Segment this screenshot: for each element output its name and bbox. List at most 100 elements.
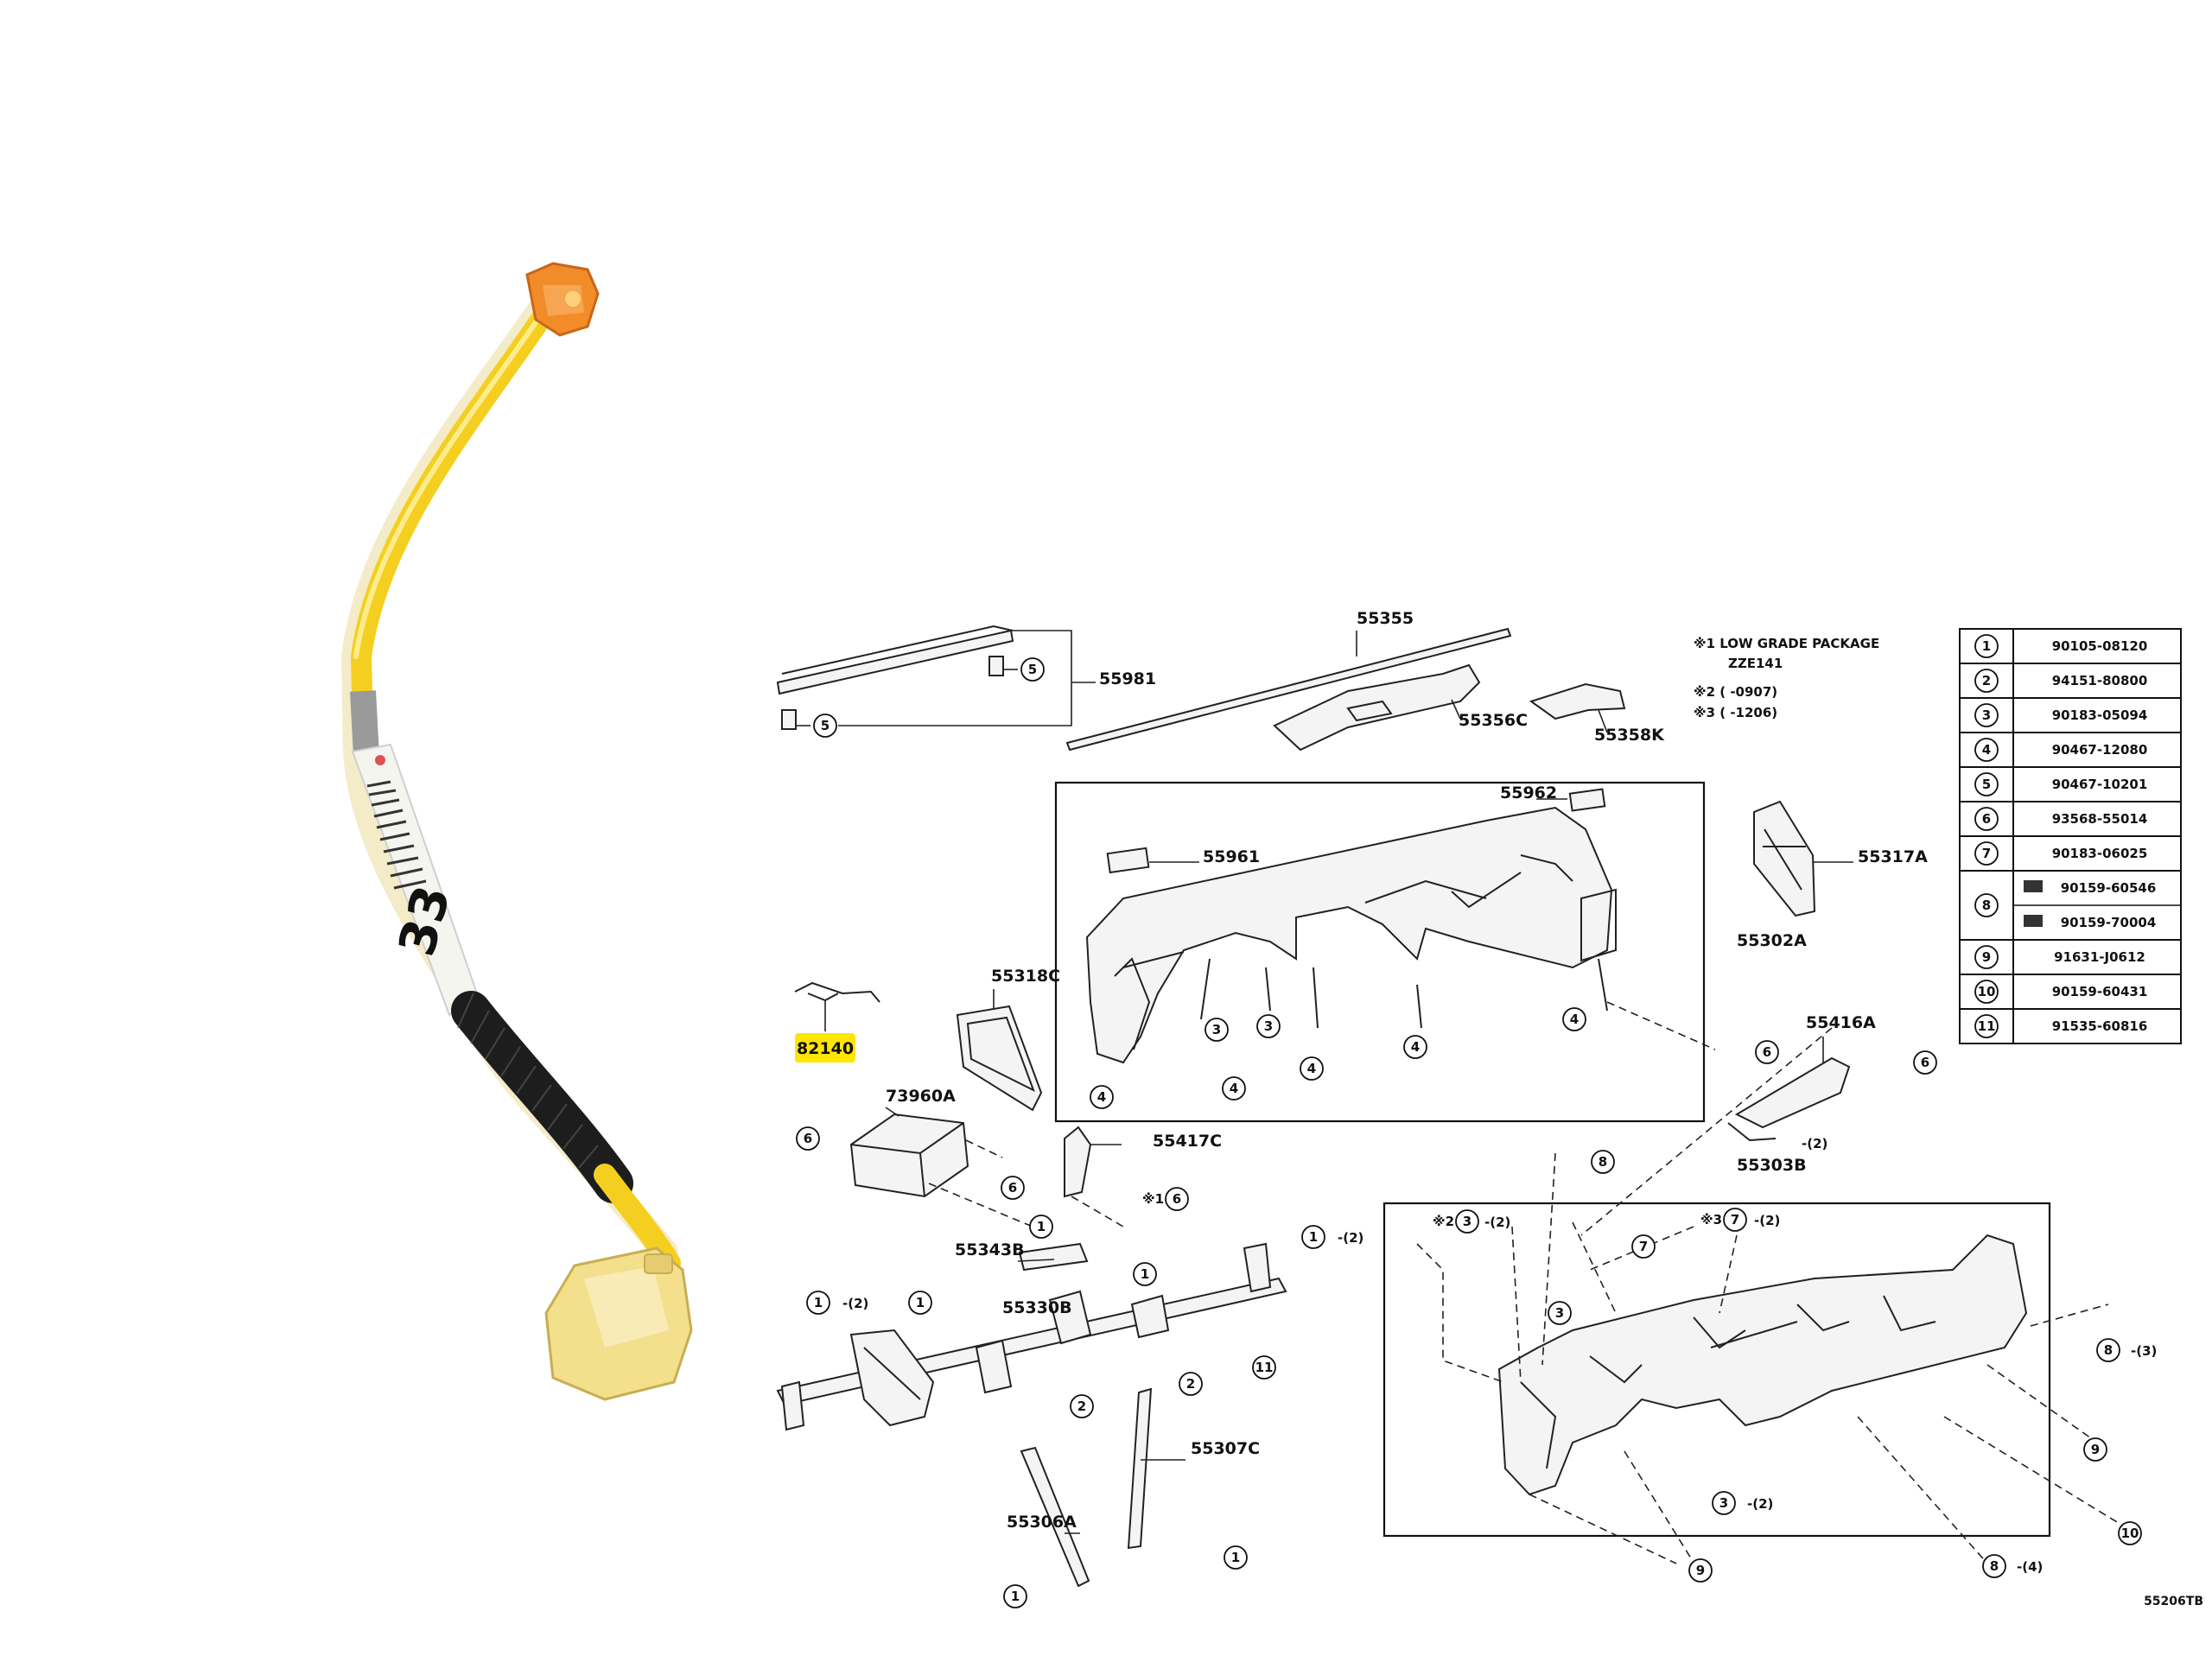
callout-number: 6 xyxy=(1173,1191,1181,1207)
callout-number: 5 xyxy=(1028,662,1037,677)
callout-8: 8 xyxy=(2096,1338,2120,1362)
table-value: 90183-05094 xyxy=(2052,707,2148,723)
table-value: 90105-08120 xyxy=(2052,638,2148,654)
callout-8: 8 xyxy=(1982,1554,2006,1578)
table-key: 3 xyxy=(1982,707,1991,723)
table-value: 90467-12080 xyxy=(2052,742,2148,758)
callout-ring xyxy=(1224,1545,1248,1570)
part-label: 55302A xyxy=(1737,931,1807,950)
table-key: 10 xyxy=(1978,984,1996,999)
callout-quantity: -(2) xyxy=(1338,1230,1363,1246)
callout-quantity: -(4) xyxy=(2017,1559,2043,1575)
part-label: 73960A xyxy=(886,1087,956,1106)
table-row: 4 90467-12080 xyxy=(1959,732,2182,768)
harness-label: 33 xyxy=(351,743,479,1017)
callout-5: 5 xyxy=(1020,657,1045,682)
callout-number: 7 xyxy=(1639,1239,1648,1254)
part-label: 55306A xyxy=(1007,1513,1077,1532)
callout-ring xyxy=(1455,1209,1479,1234)
callout-number: 1 xyxy=(1037,1219,1046,1234)
callout-number: 10 xyxy=(2121,1526,2139,1541)
callout-number: 1 xyxy=(1141,1266,1149,1282)
callout-ring xyxy=(1548,1301,1572,1325)
callout-ring xyxy=(1205,1018,1229,1042)
table-value: 91535-60816 xyxy=(2052,1018,2148,1034)
callout-number: 6 xyxy=(804,1131,812,1146)
callout-1: 1 xyxy=(1133,1262,1157,1286)
part-label: 55416A xyxy=(1806,1013,1876,1032)
part-label: 55356C xyxy=(1459,711,1528,730)
callout-4: 4 xyxy=(1090,1085,1114,1109)
callout-6: 6 xyxy=(1913,1050,1937,1075)
callout-number: 4 xyxy=(1230,1081,1238,1096)
label-82140: 82140 xyxy=(797,1039,854,1058)
callout-1: 1 xyxy=(1029,1215,1053,1239)
panel-reinforcement xyxy=(1416,1027,2122,1566)
callout-number: 3 xyxy=(1555,1305,1564,1321)
part-label: 55303B xyxy=(1737,1156,1807,1175)
callout-3: 3 xyxy=(1548,1301,1572,1325)
callout-number: 2 xyxy=(1077,1399,1086,1414)
callout-number: 2 xyxy=(1186,1376,1195,1392)
callout-number: 9 xyxy=(2091,1442,2100,1457)
table-key: 8 xyxy=(1982,898,1991,913)
callout-ring xyxy=(1252,1355,1276,1380)
callout-mark: ※3 xyxy=(1700,1212,1722,1227)
callout-1: 1 xyxy=(908,1291,932,1315)
callout-number: 8 xyxy=(1990,1558,1999,1574)
callout-ring xyxy=(1300,1056,1324,1081)
callout-number: 3 xyxy=(1212,1022,1221,1037)
callout-ring xyxy=(1070,1394,1094,1418)
callout-mark: ※2 xyxy=(1433,1214,1454,1229)
callout-ring xyxy=(1712,1491,1736,1515)
callout-ring xyxy=(1165,1187,1189,1211)
callout-1: 1 xyxy=(1003,1584,1027,1608)
part-label: 55358K xyxy=(1594,726,1665,745)
orange-connector xyxy=(525,262,600,337)
table-key: 6 xyxy=(1982,811,1991,827)
highlight-82140 xyxy=(795,1033,855,1063)
glove-panel xyxy=(956,989,1043,1112)
callout-number: 4 xyxy=(1411,1039,1420,1055)
part-label: 55417C xyxy=(1153,1132,1222,1151)
callout-ring xyxy=(1723,1208,1747,1232)
callout-ring xyxy=(2096,1338,2120,1362)
part-label: 55317A xyxy=(1858,847,1928,866)
instrument-panel-box xyxy=(1054,781,1706,1123)
callout-mark: ※1 xyxy=(1142,1191,1164,1207)
callout-number: 1 xyxy=(1231,1550,1240,1565)
diagram-code: 55206TB xyxy=(2144,1595,2203,1608)
callout-ring xyxy=(1562,1007,1586,1031)
table-key: 5 xyxy=(1982,777,1991,792)
part-label: 55318C xyxy=(991,967,1060,986)
callout-6: 6 xyxy=(796,1126,820,1151)
callout-2: 2 xyxy=(1179,1372,1203,1396)
callout-6: 6 xyxy=(1755,1040,1779,1064)
callout-1: 1 xyxy=(1301,1225,1325,1249)
table-value: 90183-06025 xyxy=(2052,846,2148,861)
table-key: 4 xyxy=(1982,742,1991,758)
note-line: ※2 ( -0907) xyxy=(1694,684,1777,700)
harness-corrugated-tube xyxy=(451,991,633,1203)
part-label: 55981 xyxy=(1099,669,1156,688)
callout-ring xyxy=(1256,1014,1281,1038)
table-value: 90159-60546 xyxy=(2061,880,2157,896)
table-value: 94151-80800 xyxy=(2052,673,2148,688)
callout-1: 1 xyxy=(1224,1545,1248,1570)
callout-number: 6 xyxy=(1008,1180,1017,1196)
callout-ring xyxy=(1001,1176,1025,1200)
callout-quantity: -(3) xyxy=(2131,1343,2157,1359)
callout-number: 4 xyxy=(1570,1012,1579,1027)
callout-number: 6 xyxy=(1763,1044,1771,1060)
callout-ring xyxy=(1029,1215,1053,1239)
reinforcement-box xyxy=(1382,1202,2051,1538)
callout-number: 1 xyxy=(916,1295,925,1310)
table-value: 91631-J0612 xyxy=(2054,949,2145,965)
callout-number: 5 xyxy=(821,718,830,733)
